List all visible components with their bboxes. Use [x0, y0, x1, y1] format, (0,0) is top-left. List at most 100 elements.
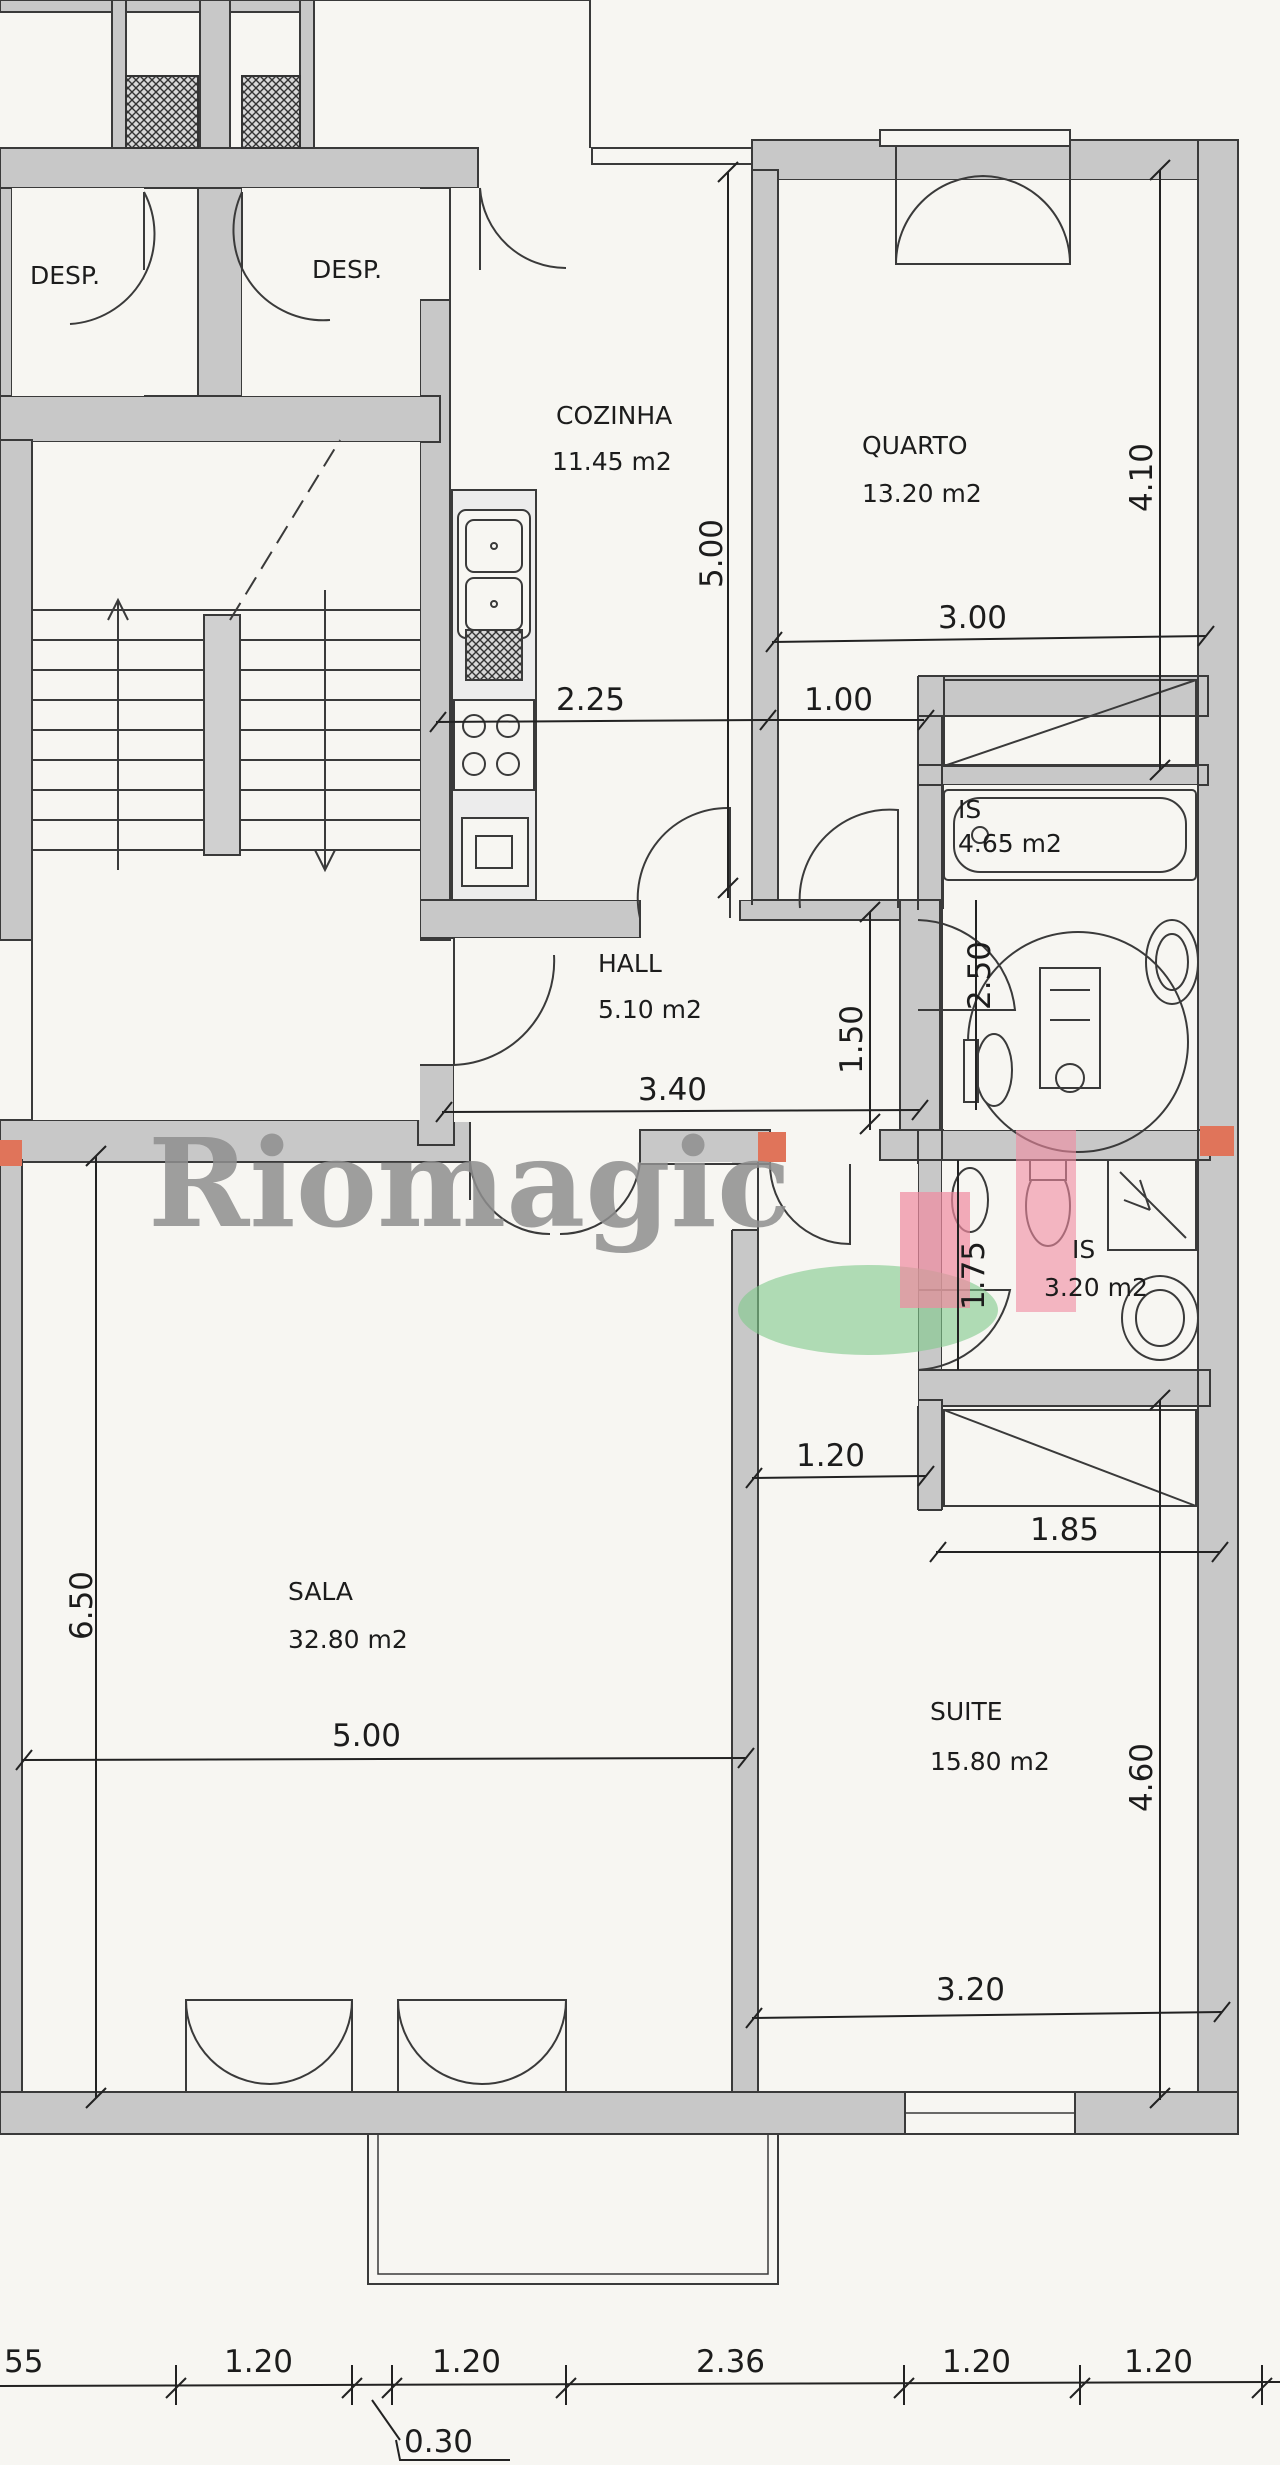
wall-desp-bottom — [0, 395, 441, 443]
dim-hall-height: 1.50 — [834, 1005, 870, 1074]
door-cozinha-top — [479, 187, 567, 270]
balcony-inner — [377, 2133, 769, 2275]
dim-quarto-height: 4.10 — [1124, 443, 1160, 512]
dim-hall-width: 3.40 — [638, 1072, 707, 1108]
dim-bottom-1: 55 — [4, 2344, 43, 2380]
wall-sala-top-right — [639, 1129, 771, 1165]
drainer — [465, 629, 523, 681]
door-sala-balcony-right — [397, 1999, 567, 2092]
window-quarto — [879, 129, 1071, 147]
marker-left — [0, 1140, 22, 1166]
marker-right — [1200, 1126, 1234, 1156]
wall-is1-left — [917, 675, 945, 909]
doors — [69, 146, 1071, 2092]
wall-suite-closet — [917, 1399, 943, 1511]
label-is2: IS — [1072, 1235, 1095, 1264]
watermark: Riomagic — [148, 1111, 791, 1255]
wall-shaft-post-a — [111, 0, 127, 151]
label-is1-area: 4.65 m2 — [958, 829, 1062, 858]
label-hall: HALL — [598, 949, 662, 978]
door-quarto-window — [895, 146, 1071, 265]
wheelchair-icon — [1039, 967, 1101, 1093]
closets — [943, 679, 1197, 1507]
dim-cozinha-height: 5.00 — [694, 519, 730, 588]
dim-bottom-4: 2.36 — [696, 2344, 765, 2380]
dim-bottom-5: 1.20 — [942, 2344, 1011, 2380]
floor-quarto — [778, 180, 1198, 676]
wall-stair-left — [0, 439, 33, 941]
vent-shaft-left — [125, 75, 199, 149]
wall-cozinha-bottom — [419, 899, 641, 939]
dim-bottom-2: 1.20 — [224, 2344, 293, 2380]
label-cozinha-area: 11.45 m2 — [552, 447, 672, 476]
label-suite: SUITE — [930, 1697, 1003, 1726]
upper-outline — [314, 0, 591, 148]
dim-bottom-3: 1.20 — [432, 2344, 501, 2380]
label-cozinha: COZINHA — [556, 401, 672, 430]
label-suite-area: 15.80 m2 — [930, 1747, 1050, 1776]
dim-passage-width: 1.20 — [796, 1438, 865, 1474]
wall-shaft-post-b — [199, 0, 231, 151]
wall-suite-top — [917, 1369, 1211, 1407]
door-sala-balcony-left — [185, 1999, 353, 2092]
kitchen-fixtures — [451, 489, 537, 901]
window-top — [591, 147, 753, 165]
label-sala: SALA — [288, 1577, 353, 1606]
dim-is2-height: 1.75 — [956, 1241, 992, 1310]
highlight-pink-2 — [1016, 1130, 1076, 1312]
door-hall-sala — [469, 1161, 641, 1236]
door-quarto-hall — [798, 808, 899, 909]
floor-sala — [22, 1162, 732, 2092]
floor-suite — [942, 1406, 1198, 2092]
label-hall-area: 5.10 m2 — [598, 995, 702, 1024]
wall-is1-bottom — [917, 764, 1209, 786]
wall-top-shaft-1 — [0, 0, 311, 13]
floor-desp-left — [12, 188, 144, 396]
label-desp-left: DESP. — [30, 261, 100, 290]
label-is1: IS — [958, 795, 981, 824]
dim-quarto-width: 3.00 — [938, 600, 1007, 636]
wall-desp-top — [0, 147, 479, 189]
dim-sala-width: 5.00 — [332, 1718, 401, 1754]
wall-hall-top-right — [739, 899, 921, 921]
dim-cozinha-width: 2.25 — [556, 682, 625, 718]
wall-sala-suite — [731, 1229, 759, 2111]
dimension-lines — [0, 159, 1280, 2461]
dim-suite-width: 3.20 — [936, 1972, 1005, 2008]
wall-shaft-post-c — [299, 0, 315, 151]
door-cozinha-hall — [636, 806, 731, 919]
dim-suite-closet-width: 1.85 — [1030, 1512, 1099, 1548]
label-quarto-area: 13.20 m2 — [862, 479, 982, 508]
vent-shaft-right — [241, 75, 301, 149]
wall-exterior-left — [0, 1159, 23, 2131]
door-is2 — [917, 1289, 1012, 1371]
wall-desp-left-side — [0, 187, 13, 399]
stove-icon — [453, 699, 535, 791]
door-hall-left — [453, 954, 556, 1066]
door-passage — [769, 1163, 851, 1246]
dim-bottom-6: 1.20 — [1124, 2344, 1193, 2380]
door-desp-left — [69, 191, 156, 325]
wall-cozinha-quarto — [751, 169, 779, 911]
dim-bottom-7: 0.30 — [404, 2424, 473, 2460]
dim-suite-height: 4.60 — [1124, 1743, 1160, 1812]
dim-is1-height: 2.50 — [962, 941, 998, 1010]
label-is2-area: 3.20 m2 — [1044, 1273, 1148, 1302]
label-desp-right: DESP. — [312, 255, 382, 284]
wall-hall-right — [899, 899, 941, 1131]
staircase — [32, 439, 420, 873]
toilet-icon — [975, 1033, 1013, 1107]
wall-hall-left — [417, 1064, 455, 1146]
door-is1 — [917, 919, 1017, 1011]
labels: DESP. DESP. COZINHA 11.45 m2 QUARTO 13.2… — [4, 255, 1193, 2460]
label-sala-area: 32.80 m2 — [288, 1625, 408, 1654]
door-desp-right — [232, 191, 331, 322]
dim-corridor-width: 1.00 — [804, 682, 873, 718]
closet-suite — [943, 1409, 1197, 1507]
closet-quarto — [943, 679, 1197, 767]
label-quarto: QUARTO — [862, 431, 968, 460]
dim-sala-height: 6.50 — [64, 1571, 100, 1640]
wall-quarto-bottom — [917, 675, 1209, 717]
marker-mid — [758, 1132, 786, 1162]
